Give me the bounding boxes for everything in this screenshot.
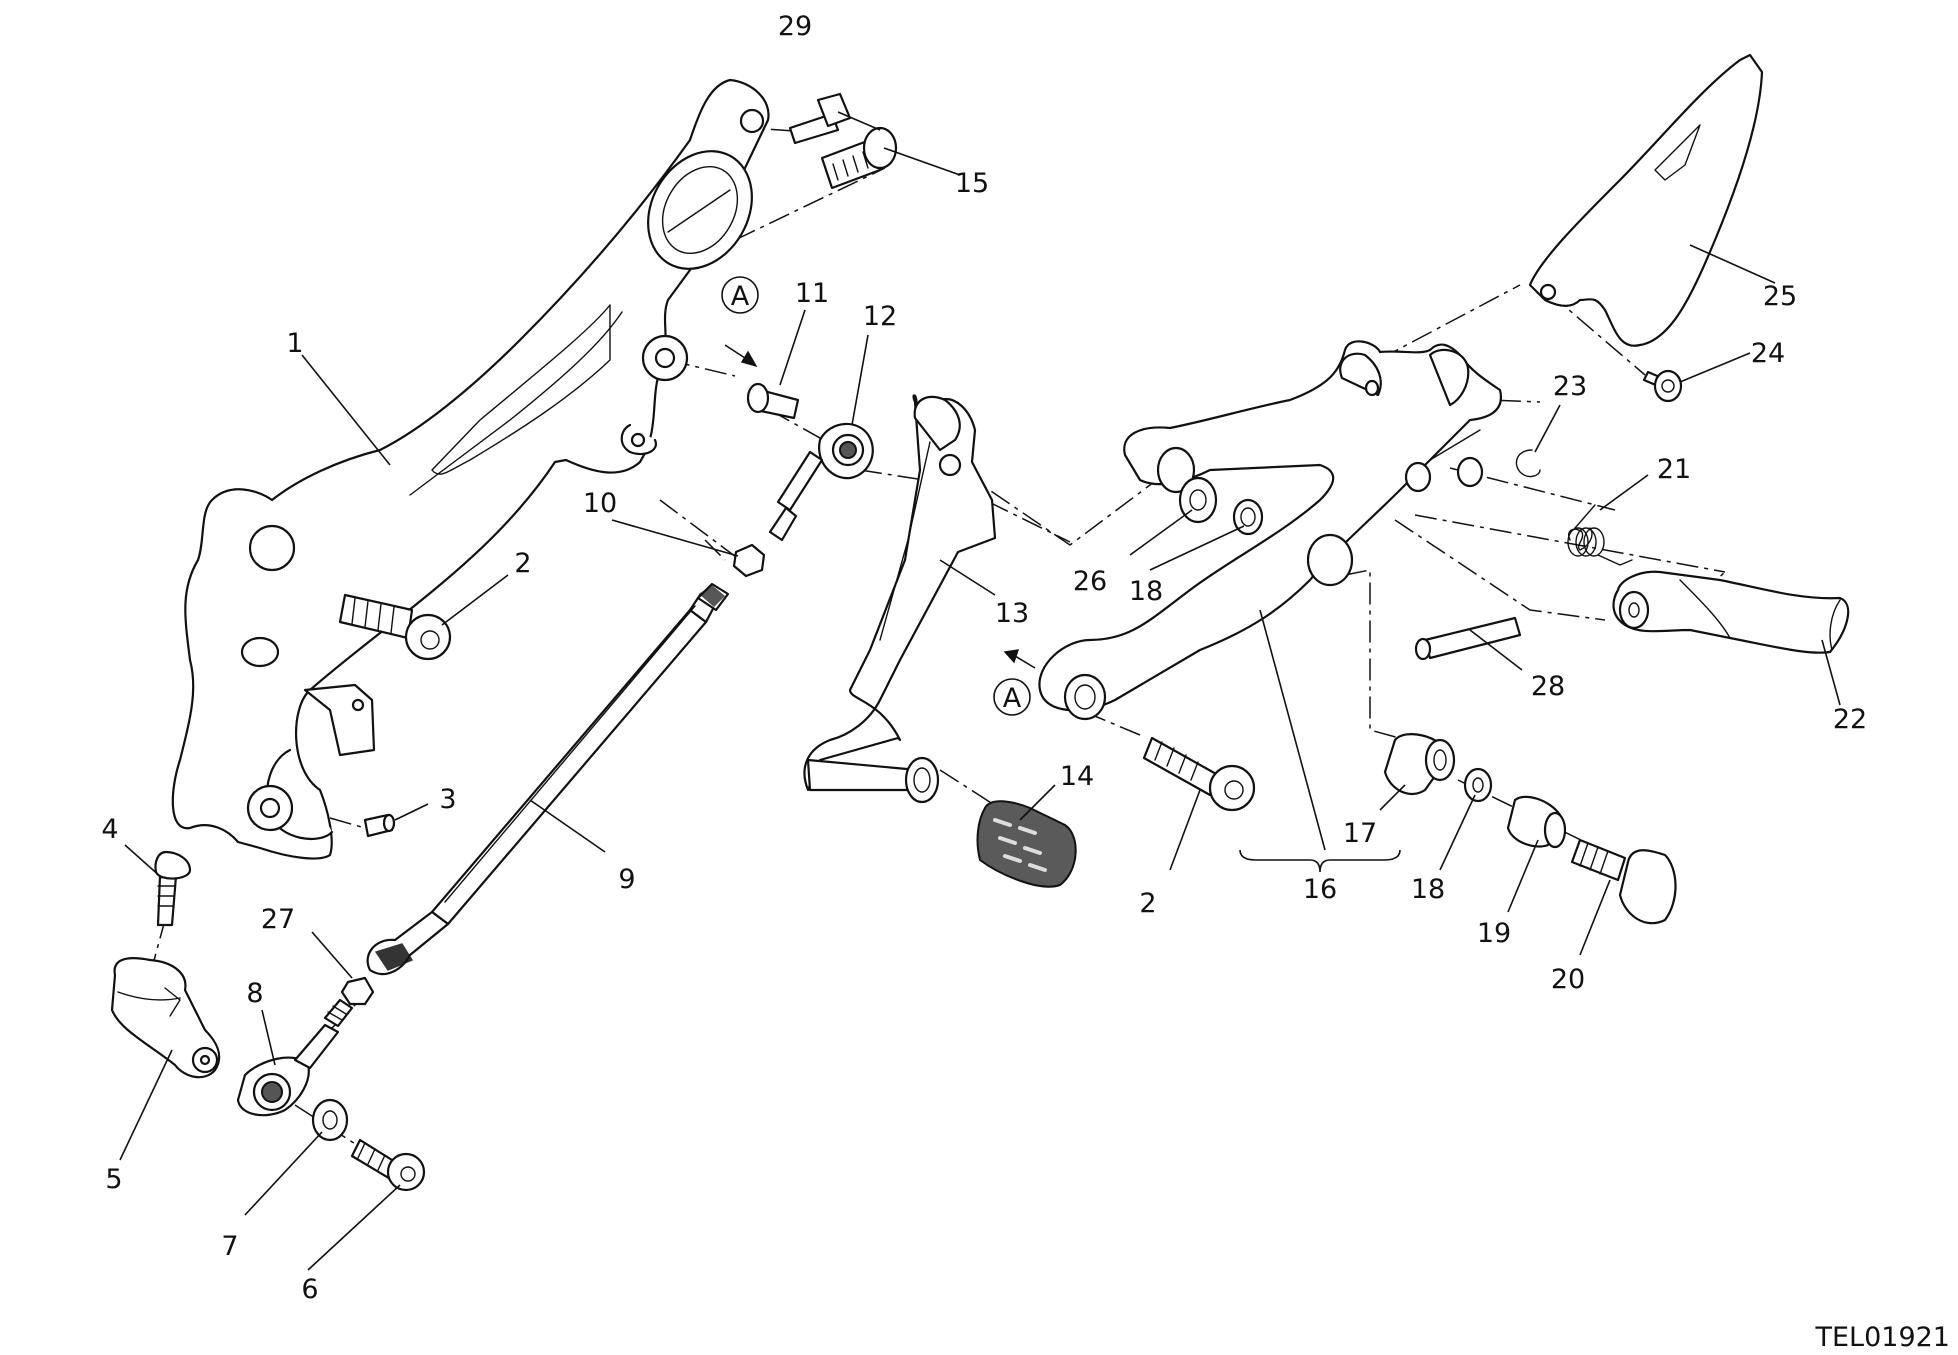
part-13-shift-lever (803, 394, 997, 804)
callout-16: 16 (1303, 874, 1337, 905)
callout-13: 13 (995, 598, 1029, 629)
callout-2-right: 2 (1139, 888, 1156, 919)
callout-10: 10 (583, 488, 617, 519)
callout-25: 25 (1763, 281, 1797, 312)
callout-4: 4 (101, 814, 118, 845)
callout-8: 8 (246, 978, 263, 1009)
part-17-bushing (1383, 733, 1456, 796)
callout-15: 15 (955, 168, 989, 199)
callout-18-bottom: 18 (1411, 874, 1445, 905)
part-25-heel-guard (1528, 53, 1764, 347)
callout-18-top: 18 (1129, 576, 1163, 607)
svg-text:A: A (731, 281, 750, 312)
part-15-screw (820, 126, 898, 190)
leader-lines (119, 111, 1841, 1271)
part-16-right-bracket (1038, 340, 1503, 721)
part-14-rubber-pad (976, 800, 1077, 888)
callout-14: 14 (1060, 761, 1094, 792)
part-27-nut (340, 976, 375, 1006)
callout-1: 1 (286, 328, 303, 359)
svg-text:A: A (1003, 683, 1022, 714)
callout-24: 24 (1751, 338, 1785, 369)
part-11-screw (746, 382, 800, 420)
callout-20: 20 (1551, 964, 1585, 995)
part-19-spacer (1506, 795, 1567, 849)
part-4-screw (154, 850, 192, 927)
part-1-main-bracket (171, 78, 770, 860)
part-5-clamp (110, 957, 221, 1079)
callout-5: 5 (105, 1164, 122, 1195)
part-24-screw (1642, 369, 1683, 403)
callout-21: 21 (1657, 454, 1691, 485)
callout-22: 22 (1833, 704, 1867, 735)
callout-26: 26 (1073, 566, 1107, 597)
part-9-shift-rod (366, 582, 730, 976)
part-12-rod-end (768, 422, 874, 542)
part-21-spring (1567, 504, 1633, 566)
part-26-washer (1178, 476, 1218, 524)
part-29-screw (788, 92, 852, 145)
part-18-washer-a (1232, 498, 1264, 536)
part-20-bolt (1570, 838, 1677, 925)
part-23-circlip (1515, 449, 1541, 478)
callout-2-left: 2 (514, 548, 531, 579)
callout-23: 23 (1553, 371, 1587, 402)
callout-19: 19 (1477, 918, 1511, 949)
part-18-washer-b (1463, 767, 1493, 803)
part-22-footpeg (1612, 570, 1850, 654)
callout-12: 12 (863, 301, 897, 332)
callout-29: 29 (778, 11, 812, 42)
callout-3: 3 (439, 784, 456, 815)
reference-marker-a-bottom: A (993, 649, 1036, 716)
part-6-screw (350, 1138, 426, 1192)
callout-27: 27 (261, 904, 295, 935)
callout-9: 9 (618, 864, 635, 895)
part-8-rod-end (236, 998, 354, 1117)
callout-6: 6 (301, 1274, 318, 1305)
part-7-washer (311, 1098, 349, 1142)
callout-17: 17 (1343, 818, 1377, 849)
callout-11: 11 (795, 278, 829, 309)
part-3-plug (363, 813, 396, 838)
part-28-pin (1414, 616, 1522, 661)
reference-marker-a-top: A (721, 276, 759, 368)
callout-28: 28 (1531, 671, 1565, 702)
part-10-nut (732, 543, 766, 578)
drawing-code: TEL01921 (1815, 1322, 1951, 1353)
callout-labels: 1 2 2 3 4 5 6 7 8 9 10 11 12 13 14 15 16… (101, 11, 1867, 1305)
part-2-screw-left (338, 593, 452, 661)
part-2-screw-right (1142, 736, 1256, 812)
callout-7: 7 (221, 1231, 238, 1262)
